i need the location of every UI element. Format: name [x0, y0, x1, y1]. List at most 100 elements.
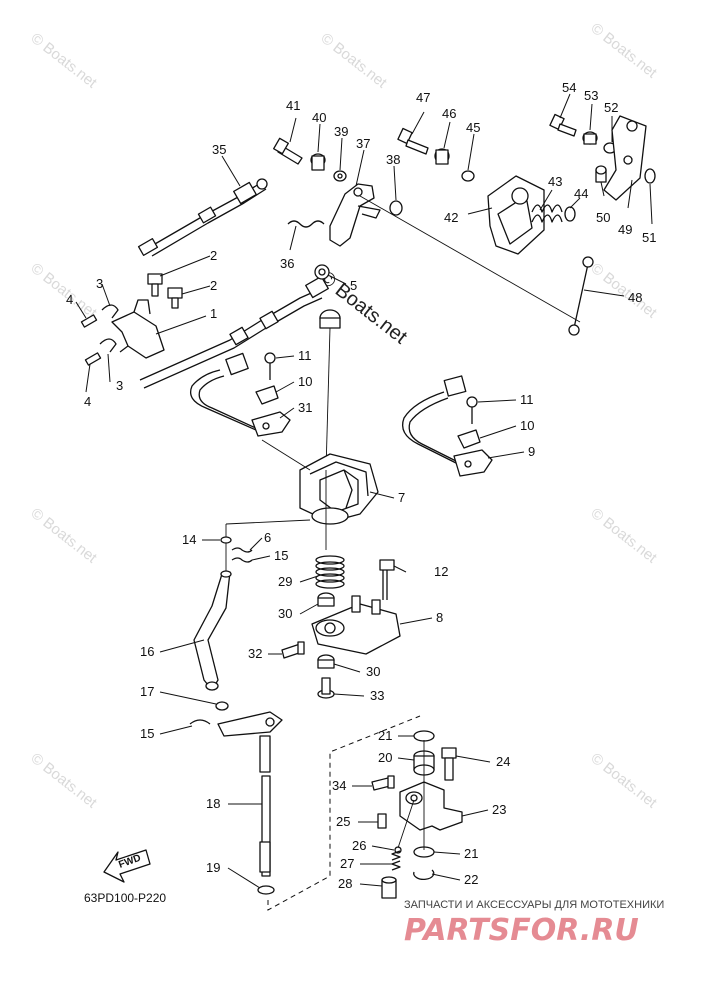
dealer-tagline: ЗАПЧАСТИ И АКСЕССУАРЫ ДЛЯ МОТОТЕХНИКИ	[404, 899, 664, 911]
callout-30a: 30	[278, 606, 292, 621]
callout-30b: 30	[366, 664, 380, 679]
callout-1: 1	[210, 306, 217, 321]
cable-35-assembly	[137, 178, 268, 257]
callout-20: 20	[378, 750, 392, 765]
bolt-41	[273, 137, 303, 165]
callout-40: 40	[312, 110, 326, 125]
callout-2b: 2	[210, 278, 217, 293]
callout-25: 25	[336, 814, 350, 829]
watermark: © Boats.net	[28, 260, 101, 322]
sensor-wire-right	[401, 375, 467, 465]
clip-3b	[99, 338, 117, 353]
plate-8	[311, 595, 401, 655]
callout-5: 5	[350, 278, 357, 293]
callout-7: 7	[398, 490, 405, 505]
callout-2a: 2	[210, 248, 217, 263]
callout-50: 50	[596, 210, 610, 225]
callout-22: 22	[464, 872, 478, 887]
callout-47: 47	[416, 90, 430, 105]
dealer-logo: PARTSFOR.RU	[404, 913, 639, 948]
callout-labels: 35 41 40 39 37 38 47 46 45 42 43 44 54 5…	[66, 80, 656, 891]
collar-50	[595, 165, 607, 183]
guide-line	[261, 439, 311, 471]
bolt-33	[317, 677, 335, 699]
screw-11a	[264, 352, 276, 380]
watermark: © Boats.net	[588, 20, 661, 82]
clip-15b	[189, 719, 211, 725]
callout-52: 52	[604, 100, 618, 115]
watermark: © Boats.net	[588, 260, 661, 322]
callout-51: 51	[642, 230, 656, 245]
o-ring-21a	[413, 730, 435, 742]
housing-7	[299, 453, 379, 525]
washer-45	[461, 170, 475, 182]
spring-27	[391, 850, 401, 871]
washer-14	[220, 536, 232, 544]
callout-15b: 15	[140, 726, 154, 741]
watermark: © Boats.net	[588, 505, 661, 567]
callout-3b: 3	[116, 378, 123, 393]
callout-3a: 3	[96, 276, 103, 291]
pin-4a	[80, 314, 98, 328]
collar-30a	[317, 592, 335, 607]
spring-43	[531, 204, 563, 223]
bolt-32	[281, 641, 305, 659]
washer-39	[333, 170, 347, 182]
circlip-22	[413, 869, 435, 881]
callout-26: 26	[352, 838, 366, 853]
callout-8: 8	[436, 610, 443, 625]
callout-4b: 4	[84, 394, 91, 409]
callout-53: 53	[584, 88, 598, 103]
bracket-1	[111, 299, 165, 359]
screw-11b	[466, 396, 478, 424]
bolt-24	[441, 747, 457, 781]
callout-12: 12	[434, 564, 448, 579]
callout-31: 31	[298, 400, 312, 415]
watermark: © Boats.net	[28, 30, 101, 92]
pin-4b	[84, 352, 102, 366]
fwd-arrow-icon: FWD	[103, 849, 151, 883]
callout-21a: 21	[378, 728, 392, 743]
callout-35: 35	[212, 142, 226, 157]
lever-49	[603, 115, 647, 201]
plate-10b	[457, 429, 481, 449]
rod-18	[259, 735, 271, 877]
callout-23: 23	[492, 802, 506, 817]
callout-32: 32	[248, 646, 262, 661]
bolt-47	[397, 127, 429, 155]
pin-25	[377, 813, 387, 829]
spring-29	[315, 555, 345, 589]
lever-5	[314, 264, 341, 329]
plunger-28	[381, 876, 397, 899]
screw-34	[371, 775, 395, 791]
bolt-2b	[167, 287, 183, 309]
collar-53	[582, 131, 598, 145]
collar-40	[310, 153, 326, 171]
callout-48: 48	[628, 290, 642, 305]
watermark: © Boats.net	[588, 750, 661, 812]
callout-39: 39	[334, 124, 348, 139]
lever-arm	[217, 711, 283, 737]
callout-19: 19	[206, 860, 220, 875]
callout-11b: 11	[520, 392, 534, 407]
housing-23	[399, 781, 463, 831]
pin-6	[231, 547, 253, 553]
callout-43: 43	[548, 174, 562, 189]
callout-4a: 4	[66, 292, 73, 307]
bolt-12	[379, 559, 395, 600]
callout-29: 29	[278, 574, 292, 589]
sensor-bracket-31	[251, 411, 291, 437]
bolt-54	[549, 113, 577, 137]
clip-3a	[101, 304, 119, 319]
sensor-bracket-9	[453, 449, 493, 477]
shift-cable	[139, 275, 329, 389]
bolt-2a	[147, 273, 163, 297]
watermark: © Boats.net	[28, 505, 101, 567]
clip-15a	[231, 557, 253, 563]
callout-10b: 10	[520, 418, 534, 433]
callout-38: 38	[386, 152, 400, 167]
watermark: © Boats.net	[28, 750, 101, 812]
washer-17	[215, 701, 229, 711]
collar-30b	[317, 654, 335, 669]
callout-24: 24	[496, 754, 510, 769]
